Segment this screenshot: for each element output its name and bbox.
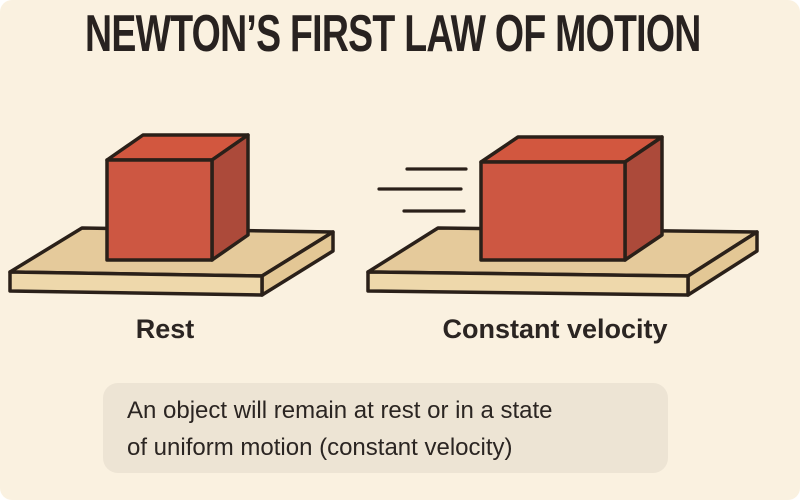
right-plank-front	[366, 270, 690, 297]
law-definition-line1: An object will remain at rest or in a st…	[127, 397, 553, 424]
rest-label: Rest	[135, 314, 195, 344]
left-plank-front	[8, 270, 264, 297]
page-title: NEWTON’S FIRST LAW OF MOTION	[85, 5, 701, 63]
rest-cube	[105, 133, 250, 262]
moving-box-front	[479, 160, 627, 262]
rest-cube-front	[105, 158, 214, 262]
law-definition-line2: of uniform motion (constant velocity)	[127, 434, 513, 461]
constant-velocity-label: Constant velocity	[442, 314, 668, 344]
law-definition-panel: An object will remain at rest or in a st…	[103, 383, 668, 473]
moving-box	[479, 135, 664, 262]
motion-lines-icon	[377, 167, 468, 213]
